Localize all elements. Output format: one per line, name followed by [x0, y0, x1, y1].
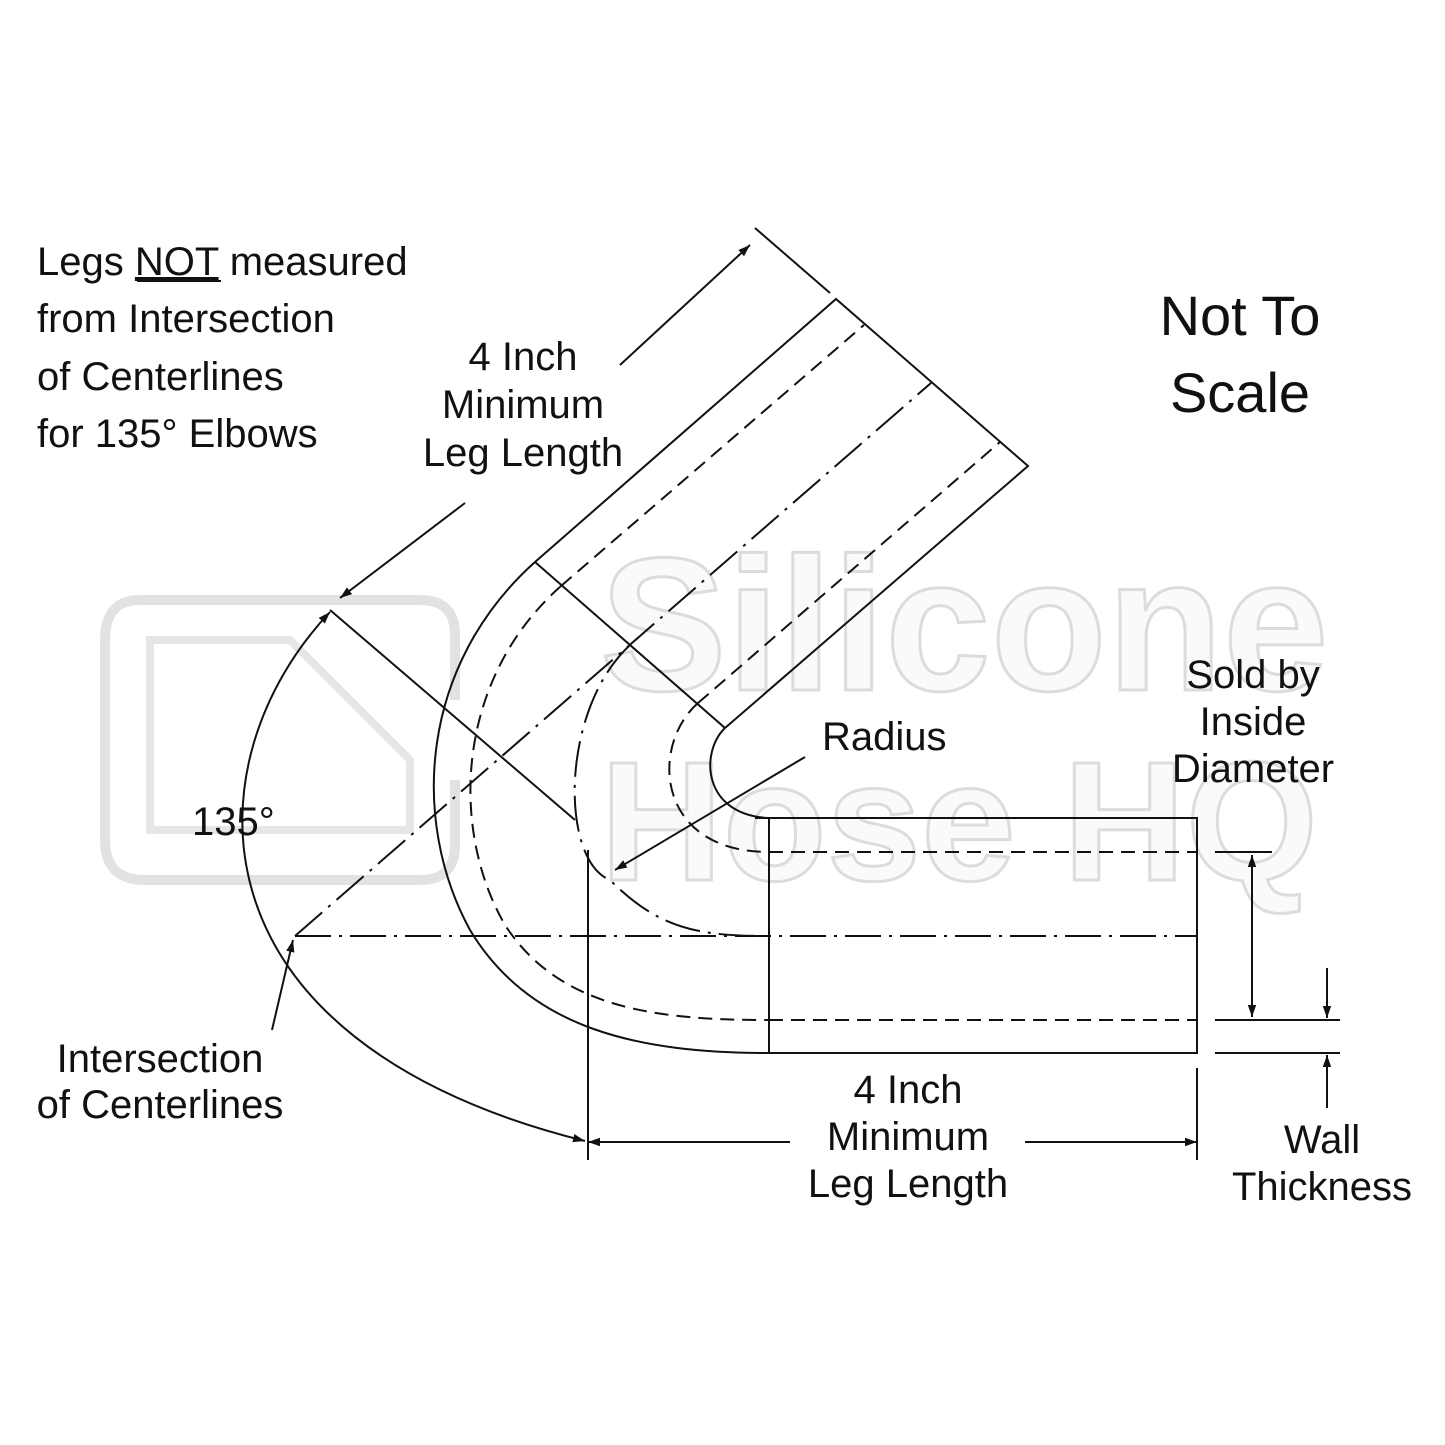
sold-by-line2: Inside [1200, 700, 1307, 744]
note-line4: for 135° Elbows [37, 412, 318, 456]
wall-thickness-label: Wall Thickness [1232, 1118, 1412, 1209]
note-line3: of Centerlines [37, 355, 284, 399]
svg-text:Legs NOT measured: Legs NOT measured [37, 240, 408, 284]
angled-inner-wall-outer [560, 324, 865, 587]
intersection-line2: of Centerlines [37, 1083, 284, 1127]
wall-line2: Thickness [1232, 1165, 1412, 1209]
sold-by-line1: Sold by [1186, 653, 1319, 697]
inner-bend-wall [668, 702, 770, 853]
bottom-dim-line1: 4 Inch [854, 1068, 963, 1112]
dimension-lines [241, 227, 1340, 1160]
wall-line1: Wall [1284, 1118, 1360, 1162]
angle-label: 135° [192, 800, 275, 844]
note-line2: from Intersection [37, 297, 335, 341]
top-dimension-label: 4 Inch Minimum Leg Length [423, 335, 623, 475]
note-suffix: measured [219, 240, 408, 284]
sold-by-line3: Diameter [1172, 747, 1334, 791]
sold-by-label: Sold by Inside Diameter [1172, 653, 1334, 791]
note-emphasis: NOT [135, 240, 219, 284]
bottom-dim-line2: Minimum [827, 1115, 989, 1159]
scale-note: Not To Scale [1160, 284, 1321, 424]
top-dim-line3: Leg Length [423, 431, 623, 475]
note-prefix: Legs [37, 240, 135, 284]
scale-note-line1: Not To [1160, 284, 1321, 347]
watermark-line1: Silicone [600, 519, 1329, 731]
watermark-logo: Silicone Hose HQ [100, 518, 1330, 919]
inner-bend [709, 727, 770, 819]
intersection-line1: Intersection [57, 1037, 264, 1081]
radius-label: Radius [822, 715, 947, 759]
angle-arc [241, 611, 586, 1143]
watermark-line2: Hose HQ [600, 727, 1318, 917]
angled-leg-outline [534, 297, 1030, 729]
bend-centerline [573, 644, 770, 937]
bottom-dimension-label: 4 Inch Minimum Leg Length [808, 1068, 1008, 1206]
legs-note: Legs NOT measured from Intersection of C… [37, 240, 408, 456]
angled-inner-wall-inner [697, 441, 1001, 704]
intersection-label: Intersection of Centerlines [37, 1037, 284, 1127]
scale-note-line2: Scale [1170, 361, 1310, 424]
top-dim-line2: Minimum [442, 383, 604, 427]
top-dim-line1: 4 Inch [469, 335, 578, 379]
bottom-dim-line3: Leg Length [808, 1162, 1008, 1206]
